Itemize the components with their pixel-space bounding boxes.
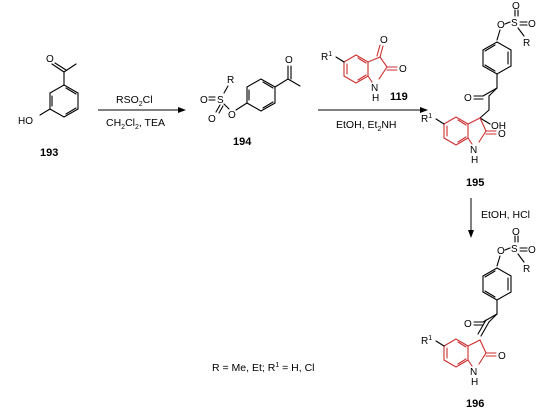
atom-hydroxyl: HO: [18, 116, 33, 127]
atom-oxygen: O: [464, 93, 472, 104]
atom-oxygen: O: [399, 64, 407, 75]
atom-sulfur: S: [217, 95, 224, 106]
atom-hydrogen: H: [372, 93, 379, 104]
atom-oxygen: O: [200, 95, 208, 106]
atom-r-group: R: [523, 264, 530, 275]
atom-sulfur: S: [511, 244, 518, 255]
atom-oxygen: O: [512, 1, 520, 12]
compound-label-193: 193: [40, 147, 58, 159]
atom-r-group: R: [227, 75, 234, 86]
reagent-ch2cl2-tea: CH2Cl2, TEA: [106, 117, 165, 131]
atom-hydrogen: H: [471, 377, 478, 388]
compound-194: O O S R O O 194: [200, 55, 301, 148]
atom-oxygen: O: [512, 227, 520, 238]
atom-oxygen: O: [498, 129, 506, 140]
compound-label-195: 195: [466, 177, 484, 189]
atom-sulfur: S: [511, 18, 518, 29]
compound-196: O S O O R O O N H R1: [421, 227, 536, 410]
atom-oxygen: O: [528, 19, 536, 30]
reagent-etoh-et2nh: EtOH, Et2NH: [336, 119, 397, 133]
atom-oxygen: O: [208, 114, 216, 125]
atom-oxygen: O: [285, 55, 293, 66]
compound-193: O HO 193: [18, 54, 79, 159]
compound-label-194: 194: [233, 136, 252, 148]
atom-hydrogen: H: [471, 155, 478, 166]
atom-oxygen: O: [380, 35, 388, 46]
atom-oxygen: O: [497, 20, 505, 31]
compound-195: O S O O R O OH: [421, 1, 536, 189]
atom-r1-group: R1: [421, 113, 432, 125]
reagent-etoh-hcl: EtOH, HCl: [481, 209, 530, 221]
reaction-arrow-3: EtOH, HCl: [468, 198, 530, 238]
reaction-arrow-1: RSO2Cl CH2Cl2, TEA: [98, 94, 186, 131]
atom-hydroxyl: OH: [491, 121, 506, 132]
atom-r1-group: R1: [321, 51, 332, 63]
atom-oxygen: O: [46, 54, 54, 65]
atom-oxygen: O: [497, 246, 505, 257]
atom-oxygen: O: [498, 351, 506, 362]
atom-oxygen: O: [528, 245, 536, 256]
reaction-arrow-2: EtOH, Et2NH: [318, 107, 428, 133]
atom-r-group: R: [523, 38, 530, 49]
atom-nitrogen: N: [470, 145, 477, 156]
compound-label-119: 119: [390, 91, 408, 103]
atom-r1-group: R1: [421, 335, 432, 347]
atom-oxygen: O: [464, 319, 472, 330]
atom-oxygen: O: [228, 110, 236, 121]
compound-label-196: 196: [466, 398, 484, 410]
reagent-rso2cl: RSO2Cl: [116, 94, 153, 108]
compound-119: O O N H R1 119: [321, 35, 408, 104]
atom-nitrogen: N: [371, 83, 378, 94]
substituent-legend: R = Me, Et; R1 = H, Cl: [212, 362, 315, 374]
atom-nitrogen: N: [470, 367, 477, 378]
